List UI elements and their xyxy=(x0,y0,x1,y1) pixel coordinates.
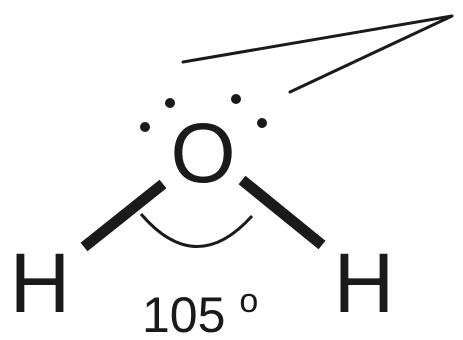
degree-symbol: o xyxy=(239,282,258,320)
oxygen-atom-label: O xyxy=(170,106,235,200)
left-o-h-bond xyxy=(80,179,167,252)
bond-angle-arc xyxy=(139,213,254,248)
right-hydrogen-atom-label: H xyxy=(334,236,395,330)
lone-pair-dot xyxy=(257,118,267,128)
lone-pair-pointer-line-lower xyxy=(288,14,454,94)
bond-angle-label: 105 o xyxy=(142,282,258,340)
lone-pairs xyxy=(140,94,267,132)
lone-pair-dot xyxy=(165,98,175,108)
lone-pair-pointer-line-upper xyxy=(181,14,454,64)
left-hydrogen-atom-label: H xyxy=(10,236,71,330)
lone-pair-dot xyxy=(231,94,241,104)
right-o-h-bond xyxy=(238,175,326,250)
bond-angle-value: 105 xyxy=(142,287,225,340)
lone-pair-dot xyxy=(140,122,150,132)
